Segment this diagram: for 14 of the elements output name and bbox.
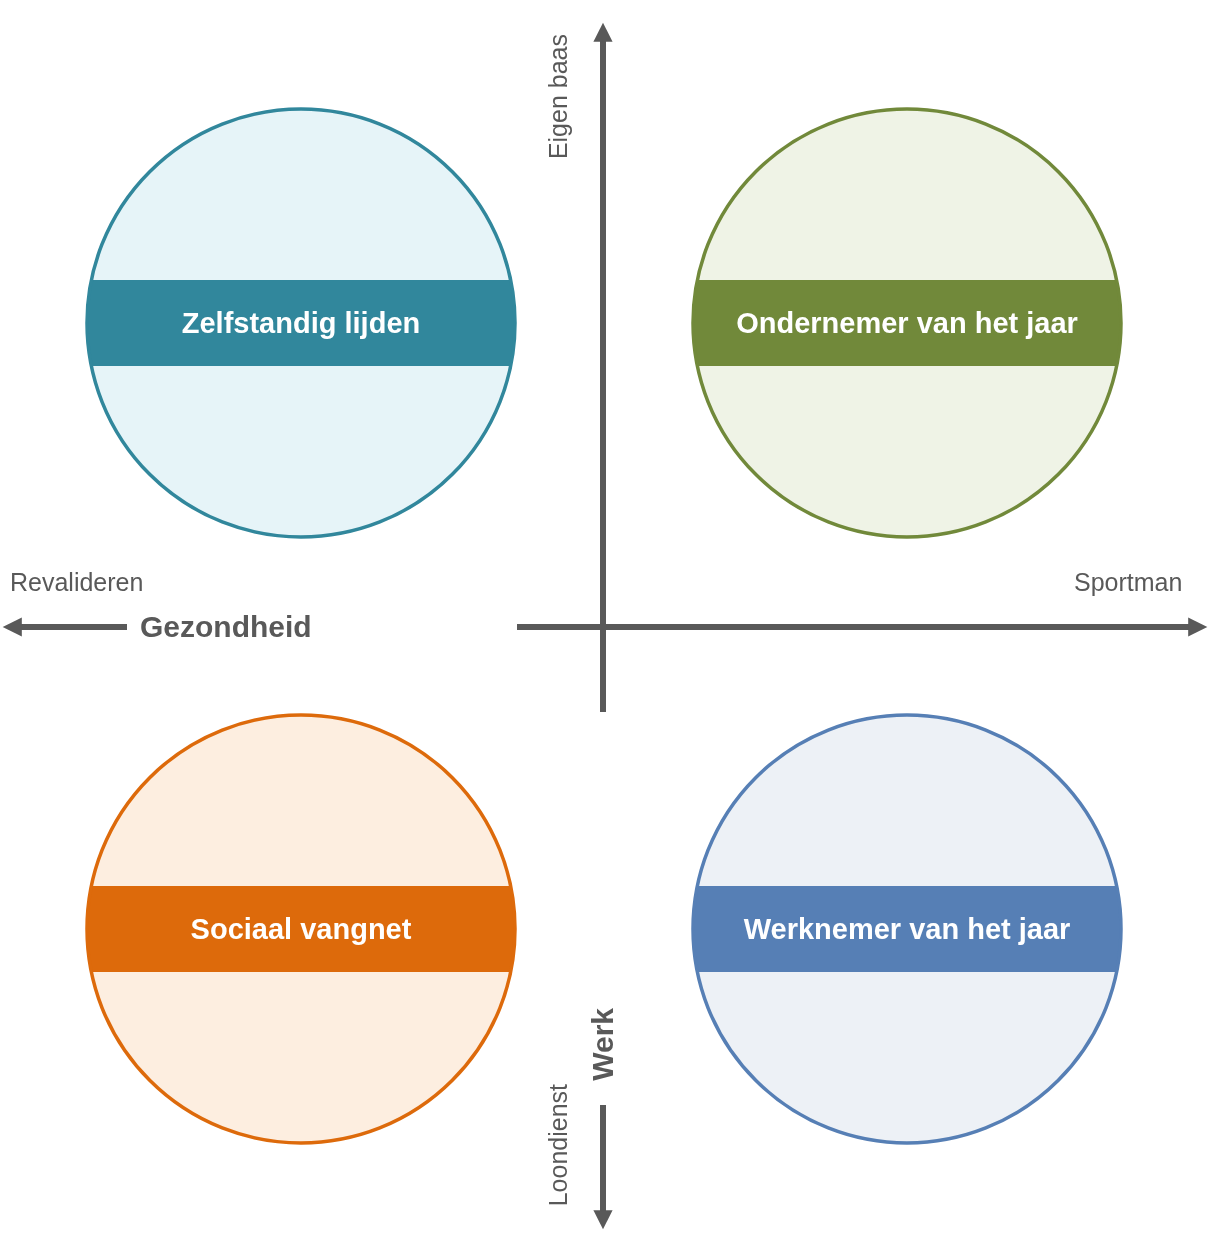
circle-node — [690, 106, 1124, 540]
circle-node — [84, 106, 518, 540]
band-label: Zelfstandig lijden — [181, 306, 421, 340]
axis-label: Gezondheid — [140, 612, 312, 642]
axis-label: Werk — [588, 1008, 618, 1081]
circle-node — [690, 712, 1124, 1146]
band-label: Sociaal vangnet — [190, 912, 412, 946]
band-label: Ondernemer van het jaar — [736, 306, 1078, 340]
band-label: Werknemer van het jaar — [743, 912, 1071, 946]
axis-label: Revalideren — [10, 570, 144, 595]
axis-label: Eigen baas — [546, 34, 571, 160]
axis-label: Sportman — [1074, 570, 1183, 595]
circle-node — [84, 712, 518, 1146]
axis-label: Loondienst — [546, 1084, 571, 1207]
